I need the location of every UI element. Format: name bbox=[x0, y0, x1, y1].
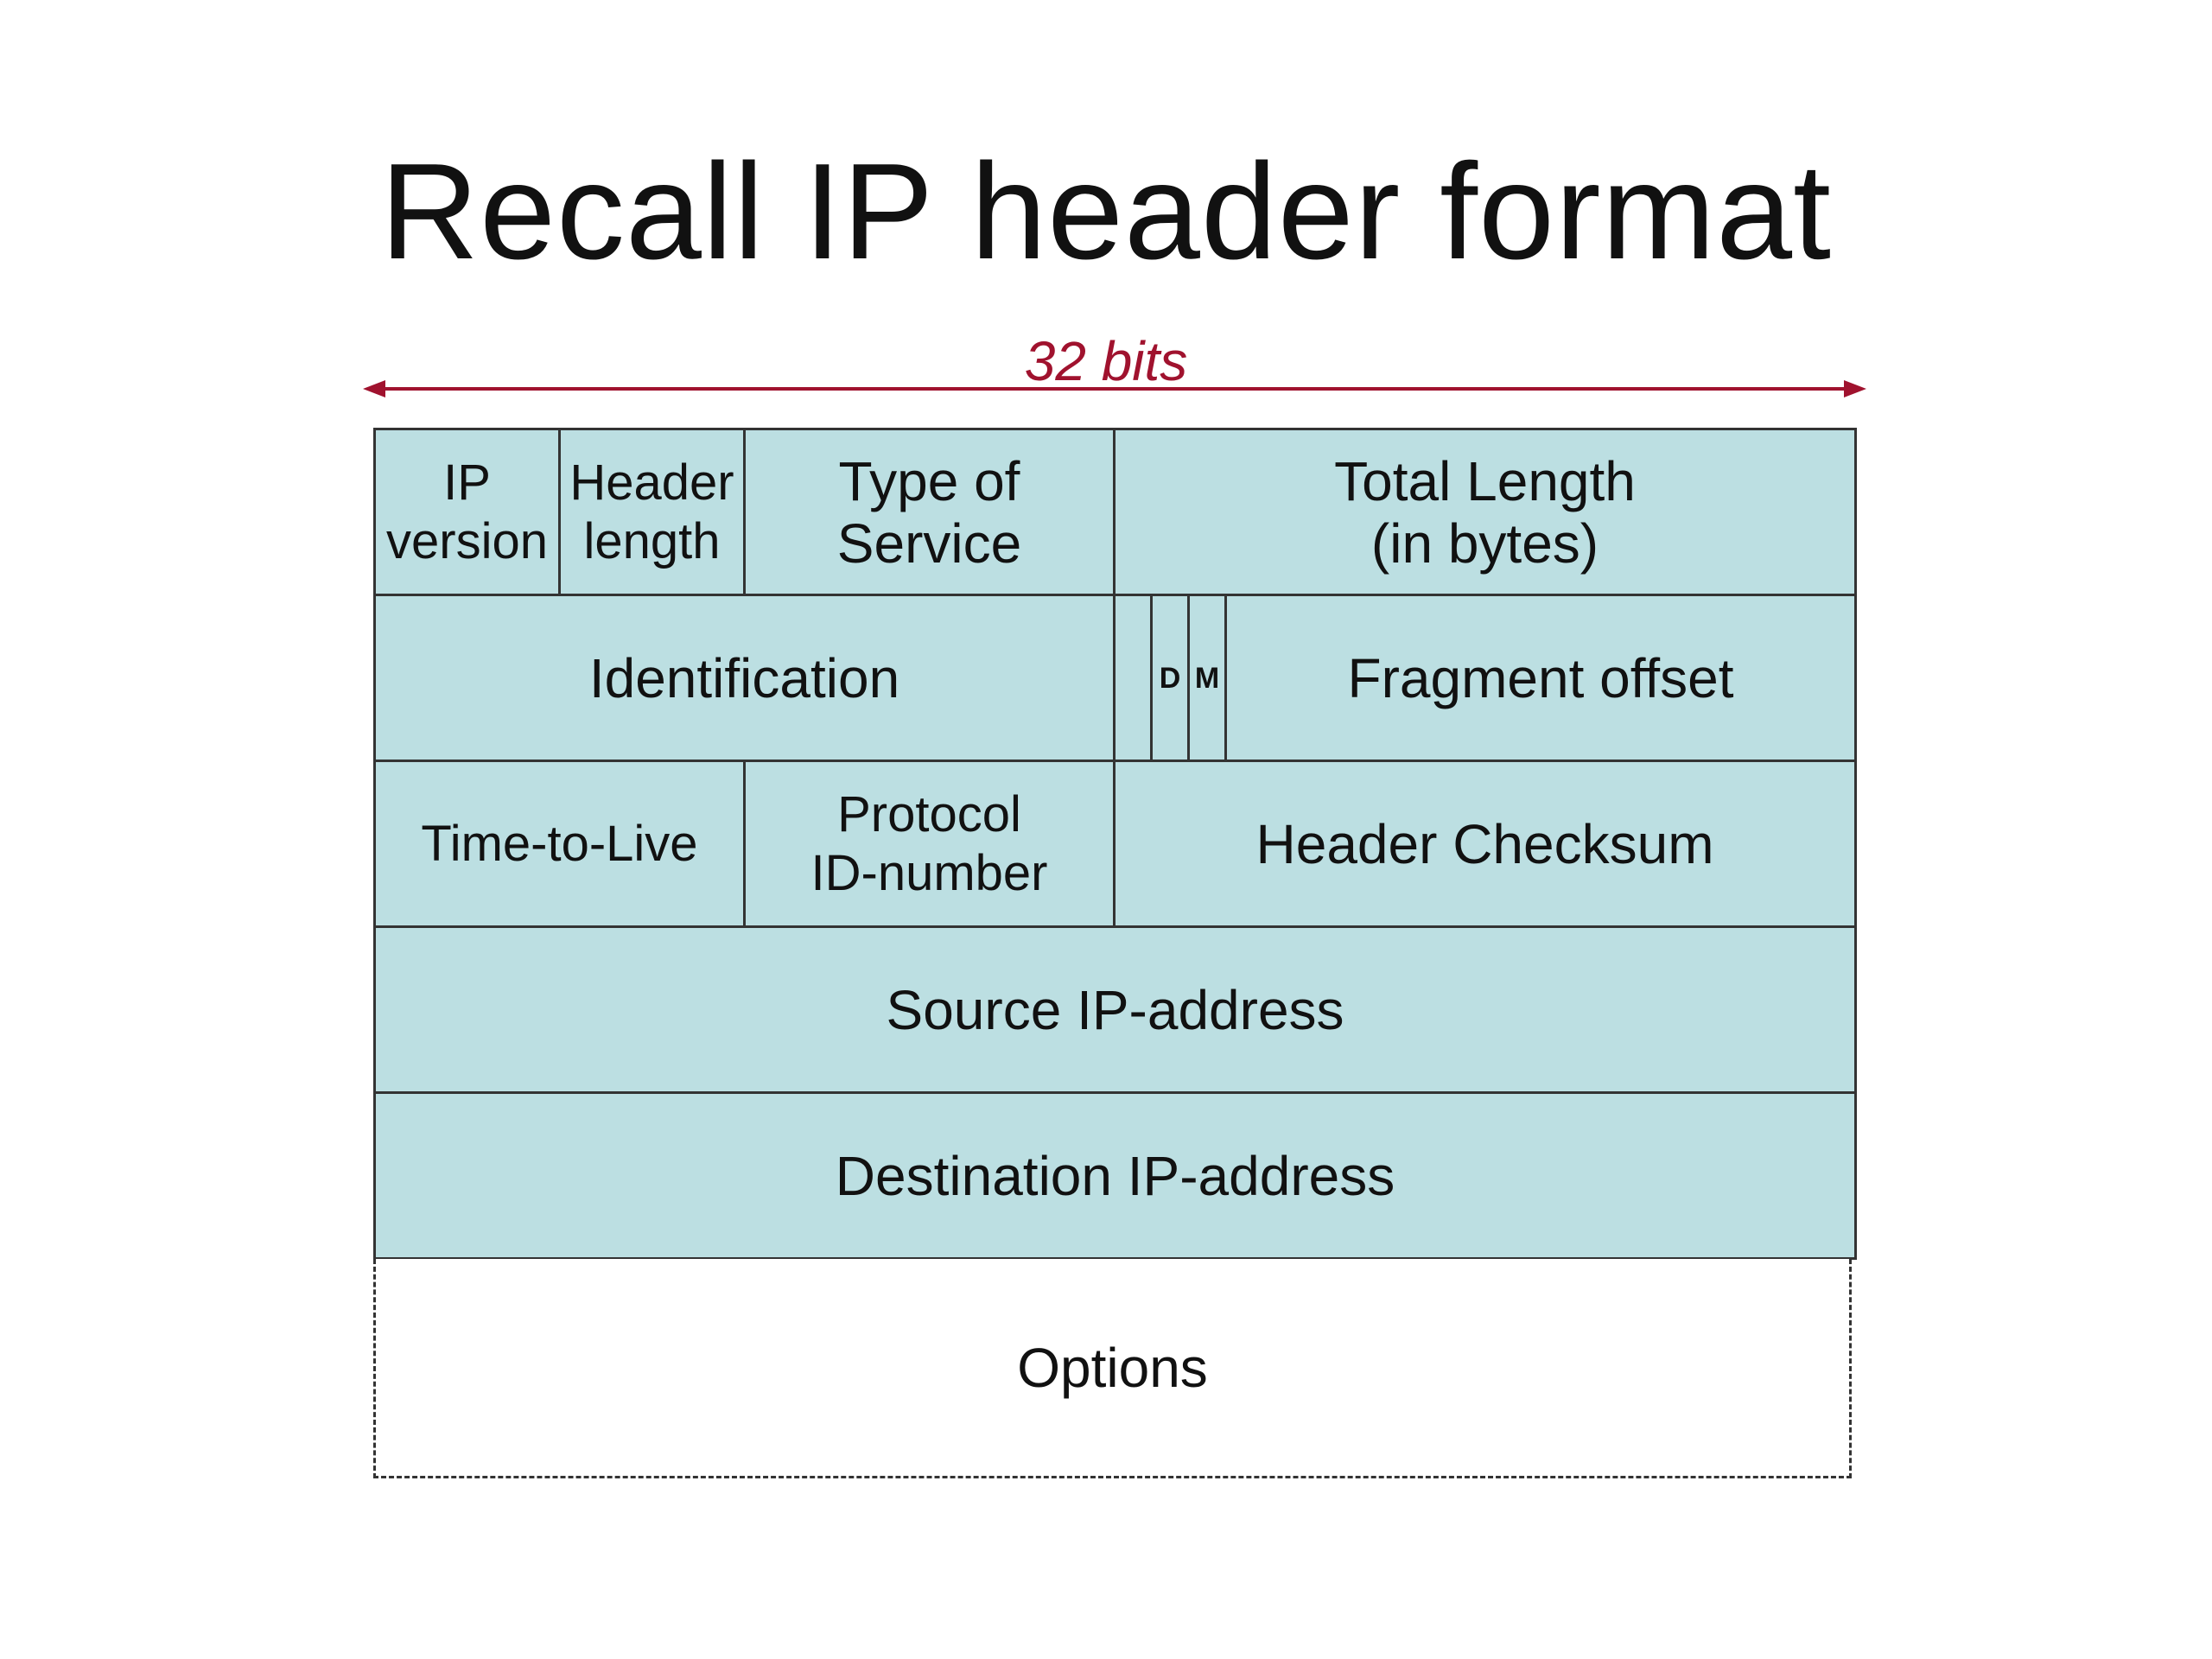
field-destination-ip-line-1: Destination IP-address bbox=[835, 1144, 1395, 1207]
header-row-1: IP version Header length Type of Service… bbox=[373, 428, 1858, 596]
field-options: Options bbox=[373, 1259, 1852, 1478]
field-total-length-line-2: (in bytes) bbox=[1370, 512, 1599, 575]
field-flag-m: M bbox=[1187, 594, 1227, 762]
width-arrow bbox=[363, 380, 1866, 397]
field-ip-version: IP version bbox=[373, 428, 561, 596]
width-arrow-right-head bbox=[1844, 380, 1866, 397]
field-destination-ip: Destination IP-address bbox=[372, 1091, 1858, 1260]
field-total-length-line-1: Total Length bbox=[1334, 449, 1636, 512]
field-source-ip: Source IP-address bbox=[372, 925, 1858, 1094]
field-protocol: Protocol ID-number bbox=[743, 760, 1116, 928]
field-ip-version-line-2: version bbox=[386, 512, 548, 569]
field-flag-d-line-1: D bbox=[1159, 661, 1181, 695]
header-row-5: Destination IP-address bbox=[372, 1091, 1858, 1260]
field-type-of-service-line-1: Type of bbox=[838, 449, 1020, 512]
field-type-of-service: Type of Service bbox=[743, 428, 1116, 596]
field-identification: Identification bbox=[373, 594, 1116, 762]
field-header-length-line-1: Header bbox=[569, 454, 734, 511]
field-flag-reserved bbox=[1113, 594, 1153, 762]
header-row-2: Identification D M Fragment offset bbox=[373, 594, 1858, 762]
field-header-length-line-2: length bbox=[583, 512, 721, 569]
field-ip-version-line-1: IP bbox=[443, 454, 491, 511]
ip-header-diagram: IP version Header length Type of Service… bbox=[372, 428, 1858, 1260]
field-fragment-offset: Fragment offset bbox=[1224, 594, 1858, 762]
field-flag-m-line-1: M bbox=[1194, 661, 1220, 695]
field-header-length: Header length bbox=[558, 428, 746, 596]
field-header-checksum-line-1: Header Checksum bbox=[1255, 812, 1714, 875]
width-label: 32 bits bbox=[1024, 330, 1188, 392]
header-row-4: Source IP-address bbox=[372, 925, 1858, 1094]
field-header-checksum: Header Checksum bbox=[1112, 760, 1858, 928]
slide-title: Recall IP header format bbox=[380, 136, 1832, 288]
field-total-length: Total Length (in bytes) bbox=[1112, 428, 1858, 596]
field-identification-line-1: Identification bbox=[588, 646, 900, 709]
header-row-3: Time-to-Live Protocol ID-number Header C… bbox=[373, 760, 1858, 928]
field-type-of-service-line-2: Service bbox=[836, 512, 1022, 575]
field-protocol-line-2: ID-number bbox=[810, 844, 1048, 901]
width-arrow-left-head bbox=[363, 380, 385, 397]
field-time-to-live: Time-to-Live bbox=[373, 760, 746, 928]
field-protocol-line-1: Protocol bbox=[837, 785, 1021, 842]
field-fragment-offset-line-1: Fragment offset bbox=[1347, 646, 1734, 709]
field-time-to-live-line-1: Time-to-Live bbox=[421, 815, 698, 872]
field-source-ip-line-1: Source IP-address bbox=[886, 978, 1344, 1041]
field-flag-d: D bbox=[1150, 594, 1190, 762]
